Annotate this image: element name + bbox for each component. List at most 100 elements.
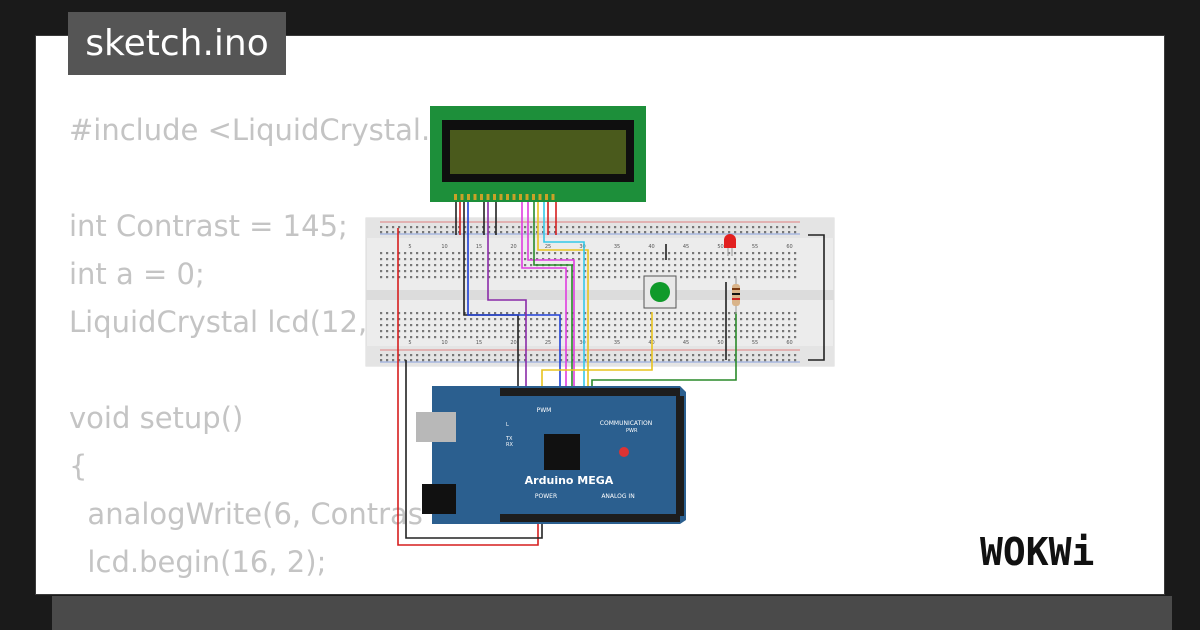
breadboard-hole <box>386 324 389 327</box>
breadboard-hole <box>794 252 797 255</box>
breadboard-hole <box>518 354 521 357</box>
breadboard-hole <box>458 264 461 267</box>
breadboard-hole <box>794 354 797 357</box>
breadboard-hole <box>518 359 521 362</box>
breadboard-hole <box>626 226 629 229</box>
breadboard-hole <box>542 324 545 327</box>
breadboard-hole <box>458 258 461 261</box>
breadboard-hole <box>794 336 797 339</box>
breadboard-hole <box>476 312 479 315</box>
breadboard-hole <box>458 231 461 234</box>
breadboard-hole <box>650 252 653 255</box>
breadboard-hole <box>788 336 791 339</box>
breadboard-hole <box>596 231 599 234</box>
breadboard-hole <box>452 258 455 261</box>
breadboard-hole <box>770 330 773 333</box>
breadboard-hole <box>722 336 725 339</box>
breadboard-hole <box>536 324 539 327</box>
breadboard-hole <box>764 354 767 357</box>
breadboard-hole <box>662 330 665 333</box>
code-line: LiquidCrystal lcd(12, <box>69 305 368 339</box>
breadboard-hole <box>494 231 497 234</box>
breadboard-hole <box>782 354 785 357</box>
breadboard-number: 35 <box>614 244 620 250</box>
breadboard-hole <box>506 231 509 234</box>
breadboard-hole <box>554 324 557 327</box>
breadboard-hole <box>494 276 497 279</box>
breadboard-hole <box>422 276 425 279</box>
breadboard-hole <box>494 359 497 362</box>
breadboard-hole <box>758 330 761 333</box>
breadboard-hole <box>728 324 731 327</box>
breadboard-hole <box>464 226 467 229</box>
breadboard-hole <box>410 276 413 279</box>
breadboard-hole <box>656 264 659 267</box>
breadboard-hole <box>746 359 749 362</box>
breadboard-hole <box>608 312 611 315</box>
breadboard-hole <box>770 312 773 315</box>
breadboard-hole <box>722 231 725 234</box>
breadboard-hole <box>644 226 647 229</box>
breadboard-hole <box>380 336 383 339</box>
analog-in-label: ANALOG IN <box>601 493 634 500</box>
lcd-pin <box>499 194 503 200</box>
breadboard-hole <box>638 270 641 273</box>
breadboard-hole <box>632 354 635 357</box>
breadboard-hole <box>638 354 641 357</box>
breadboard-hole <box>710 270 713 273</box>
breadboard-hole <box>434 226 437 229</box>
led-rx-label: RX <box>506 442 513 448</box>
breadboard-hole <box>392 252 395 255</box>
breadboard-hole <box>710 359 713 362</box>
breadboard-hole <box>662 226 665 229</box>
breadboard-hole <box>542 330 545 333</box>
breadboard-hole <box>782 276 785 279</box>
breadboard-hole <box>704 258 707 261</box>
breadboard-hole <box>392 264 395 267</box>
breadboard-hole <box>758 318 761 321</box>
breadboard-hole <box>398 354 401 357</box>
breadboard-hole <box>404 324 407 327</box>
lcd-pin <box>460 194 464 200</box>
breadboard-hole <box>728 264 731 267</box>
breadboard-hole <box>740 252 743 255</box>
breadboard-hole <box>776 359 779 362</box>
breadboard-hole <box>620 270 623 273</box>
breadboard-hole <box>464 264 467 267</box>
breadboard-hole <box>620 258 623 261</box>
breadboard-hole <box>776 226 779 229</box>
breadboard-hole <box>380 312 383 315</box>
breadboard-hole <box>446 354 449 357</box>
breadboard-hole <box>788 330 791 333</box>
breadboard-hole <box>572 231 575 234</box>
breadboard-hole <box>698 226 701 229</box>
breadboard-hole <box>674 252 677 255</box>
breadboard-hole <box>758 324 761 327</box>
breadboard-hole <box>560 276 563 279</box>
breadboard-hole <box>758 312 761 315</box>
breadboard-hole <box>452 226 455 229</box>
breadboard-hole <box>506 359 509 362</box>
breadboard-hole <box>458 359 461 362</box>
breadboard-hole <box>608 252 611 255</box>
breadboard-hole <box>644 312 647 315</box>
breadboard-hole <box>572 226 575 229</box>
breadboard-hole <box>512 336 515 339</box>
breadboard-hole <box>488 264 491 267</box>
breadboard-hole <box>776 324 779 327</box>
breadboard-hole <box>758 231 761 234</box>
breadboard-hole <box>704 354 707 357</box>
breadboard-hole <box>602 226 605 229</box>
breadboard-hole <box>620 330 623 333</box>
breadboard-hole <box>710 324 713 327</box>
breadboard-hole <box>578 336 581 339</box>
breadboard-hole <box>740 258 743 261</box>
breadboard-hole <box>566 270 569 273</box>
breadboard-hole <box>776 252 779 255</box>
lcd-display <box>430 106 646 202</box>
breadboard-hole <box>500 318 503 321</box>
breadboard-hole <box>464 270 467 273</box>
breadboard-hole <box>608 318 611 321</box>
led-tx-label: TX <box>505 436 513 442</box>
breadboard-hole <box>662 336 665 339</box>
